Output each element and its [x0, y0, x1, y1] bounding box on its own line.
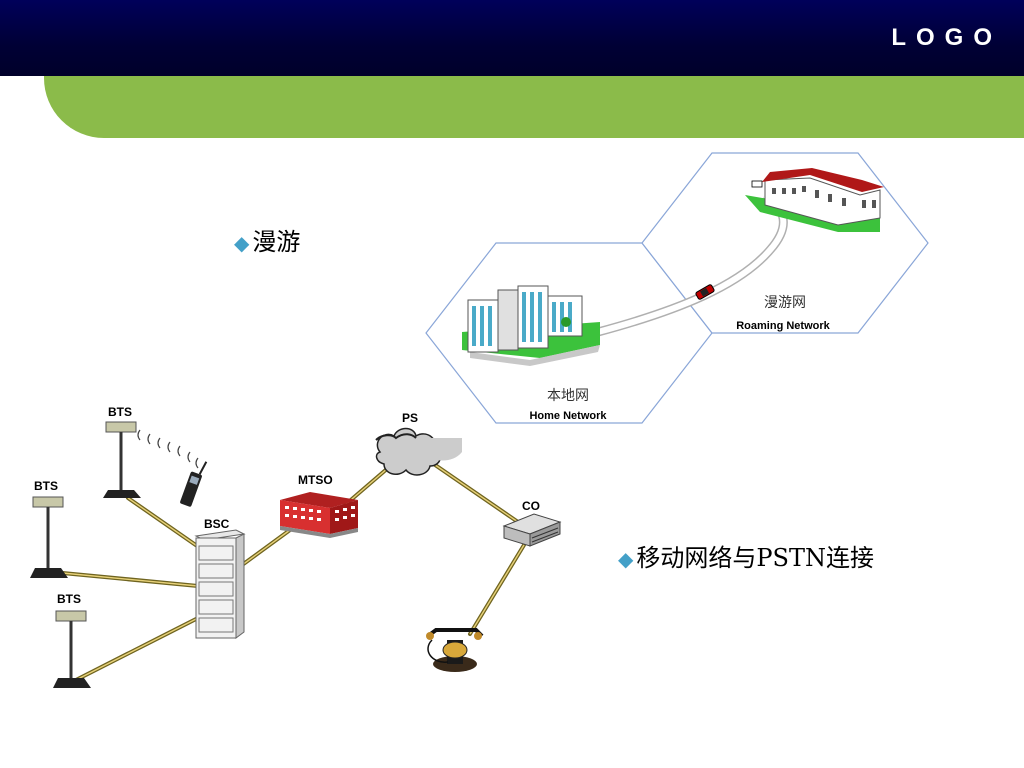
- bts-label: BTS: [108, 405, 132, 419]
- bts-tower-icon: [103, 421, 141, 498]
- mtso-label: MTSO: [298, 473, 333, 487]
- green-banner: [44, 76, 1024, 138]
- bullet-pstn-text: 移动网络与PSTN连接: [636, 544, 874, 572]
- radio-wave-icon: [137, 429, 199, 469]
- mobile-phone-icon: [180, 461, 208, 507]
- telephone-icon: [426, 628, 484, 672]
- pstn-label: PS: [402, 411, 418, 425]
- bsc-label: BSC: [204, 517, 230, 531]
- roaming-network-cn-label: 漫游网: [764, 295, 806, 311]
- home-building-icon: [462, 285, 600, 366]
- bts-tower-icon: [30, 496, 68, 578]
- bullet-roaming-text: 漫游: [252, 228, 301, 256]
- roaming-network-en-label: Roaming Network: [736, 320, 830, 332]
- bullet-pstn: ◆移动网络与PSTN连接: [618, 538, 874, 573]
- co-label: CO: [522, 499, 540, 513]
- bts-label: BTS: [57, 592, 81, 606]
- diamond-bullet-icon: ◆: [234, 231, 250, 255]
- mtso-building-icon: [280, 492, 358, 538]
- bsc-cabinet-icon: [194, 529, 246, 639]
- home-network-en-label: Home Network: [529, 410, 607, 422]
- bullet-roaming: ◆漫游: [234, 222, 300, 257]
- top-banner: LOGO: [0, 0, 1024, 76]
- bts-label: BTS: [34, 479, 58, 493]
- bts-tower-icon: [53, 610, 91, 688]
- car-icon: [695, 284, 715, 300]
- roaming-building-icon: [745, 168, 884, 232]
- diamond-bullet-icon: ◆: [618, 547, 634, 571]
- co-switch-icon: [502, 513, 562, 547]
- home-network-cn-label: 本地网: [547, 388, 589, 404]
- logo-text: LOGO: [891, 24, 1002, 51]
- pstn-cloud-icon: [375, 427, 462, 476]
